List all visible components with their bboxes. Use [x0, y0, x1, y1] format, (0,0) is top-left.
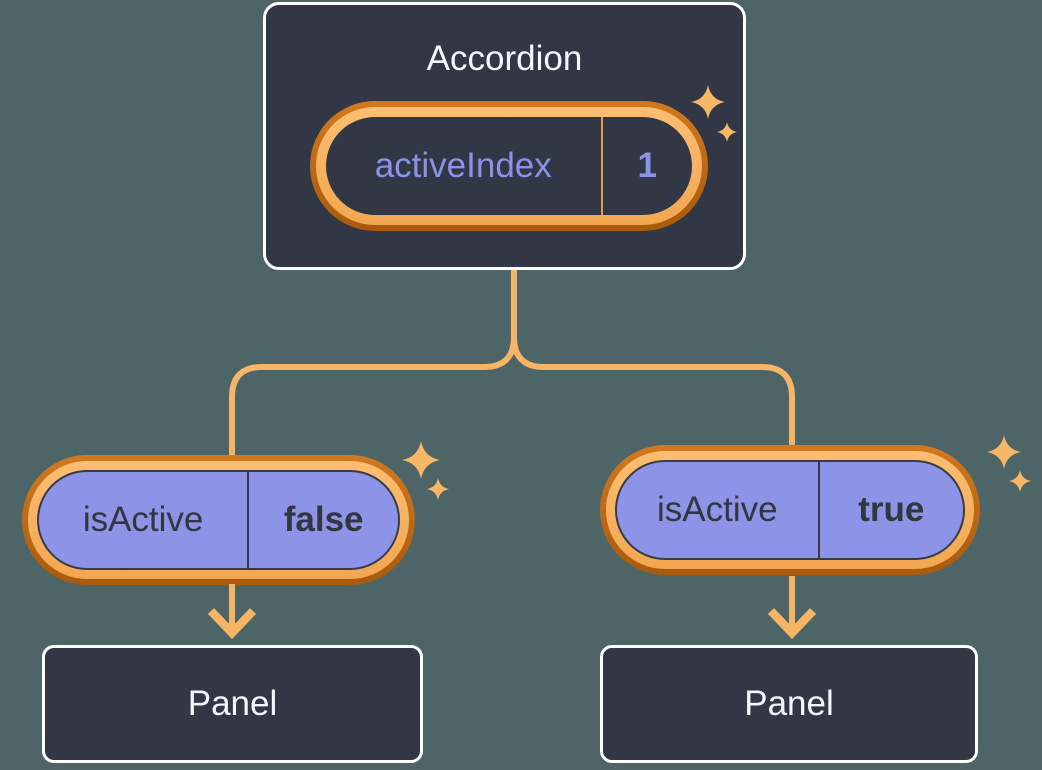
panel-left-title: Panel [187, 684, 278, 723]
prop-pill-false-value: false [283, 500, 364, 539]
state-pill-value: 1 [637, 146, 657, 185]
state-pill: activeIndex 1 [310, 101, 708, 231]
prop-pill-true-ring: isActive true [606, 451, 974, 569]
accordion-title: Accordion [426, 39, 583, 78]
prop-pill-true-divider [817, 462, 820, 558]
prop-pill-true: isActive true [600, 445, 980, 575]
connector-branch-right [511, 270, 795, 452]
state-pill-label: activeIndex [374, 146, 552, 185]
panel-right-title: Panel [744, 684, 834, 723]
panel-card-left: Panel [42, 645, 423, 763]
prop-pill-false-ring: isActive false [28, 461, 409, 579]
prop-pill-false-label: isActive [82, 500, 204, 539]
prop-pill-false: isActive false [22, 455, 415, 585]
panel-card-right: Panel [600, 645, 978, 763]
state-pill-divider [600, 117, 603, 215]
prop-pill-true-label: isActive [657, 490, 778, 529]
connector-branch-left [229, 270, 517, 462]
prop-pill-false-divider [247, 472, 250, 568]
prop-pill-true-value: true [858, 490, 925, 529]
state-pill-ring: activeIndex 1 [316, 107, 702, 225]
